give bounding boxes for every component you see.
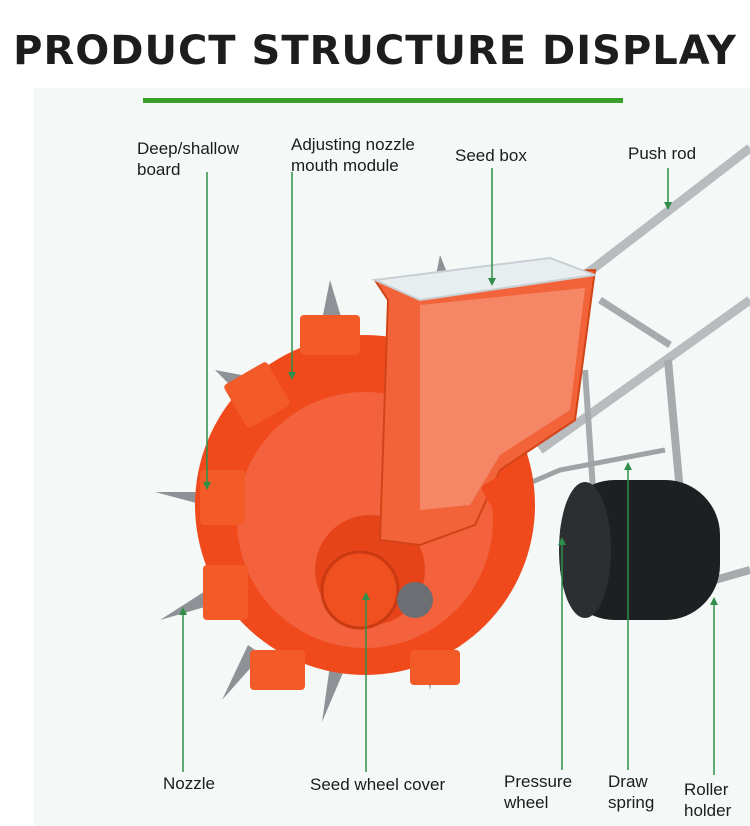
label-seed-wheel-cover: Seed wheel cover	[310, 775, 446, 794]
frame-bar	[598, 297, 672, 348]
label-pressure-wheel: Pressure wheel	[504, 771, 572, 813]
leader-lines	[182, 168, 715, 775]
seed-wheel-cover-shape	[320, 550, 400, 630]
leader-arrows	[179, 202, 718, 615]
rod-clamp	[481, 468, 529, 512]
label-line: Pressure	[504, 772, 573, 791]
page-title: PRODUCT STRUCTURE DISPLAY	[13, 28, 737, 74]
title-underline	[143, 98, 623, 103]
deep-shallow-boards	[200, 315, 460, 690]
pressure-roller-end	[559, 482, 611, 618]
label-line: holder	[684, 801, 732, 820]
label-push-rod: Push rod	[628, 144, 697, 163]
push-rod-lower	[537, 296, 750, 454]
push-rod-upper	[582, 144, 750, 279]
label-deep-shallow-board: Deep/shallow board	[137, 138, 239, 180]
label-line: wheel	[504, 793, 549, 812]
label-roller-holder: Roller holder	[684, 779, 731, 821]
label-line: Roller	[684, 780, 729, 799]
seed-wheel-center	[397, 582, 433, 618]
seed-box-window	[420, 288, 585, 510]
label-line: Draw	[608, 772, 648, 791]
label-adjusting-nozzle-module: Adjusting nozzle mouth module	[291, 134, 415, 176]
label-line: spring	[608, 793, 655, 812]
label-draw-spring: Draw spring	[608, 771, 654, 813]
label-line: Deep/shallow	[137, 139, 240, 158]
label-line: Adjusting nozzle	[291, 135, 415, 154]
label-nozzle: Nozzle	[163, 774, 215, 793]
label-line: board	[137, 160, 181, 179]
label-line: mouth module	[291, 156, 399, 175]
label-seed-box: Seed box	[455, 146, 527, 165]
